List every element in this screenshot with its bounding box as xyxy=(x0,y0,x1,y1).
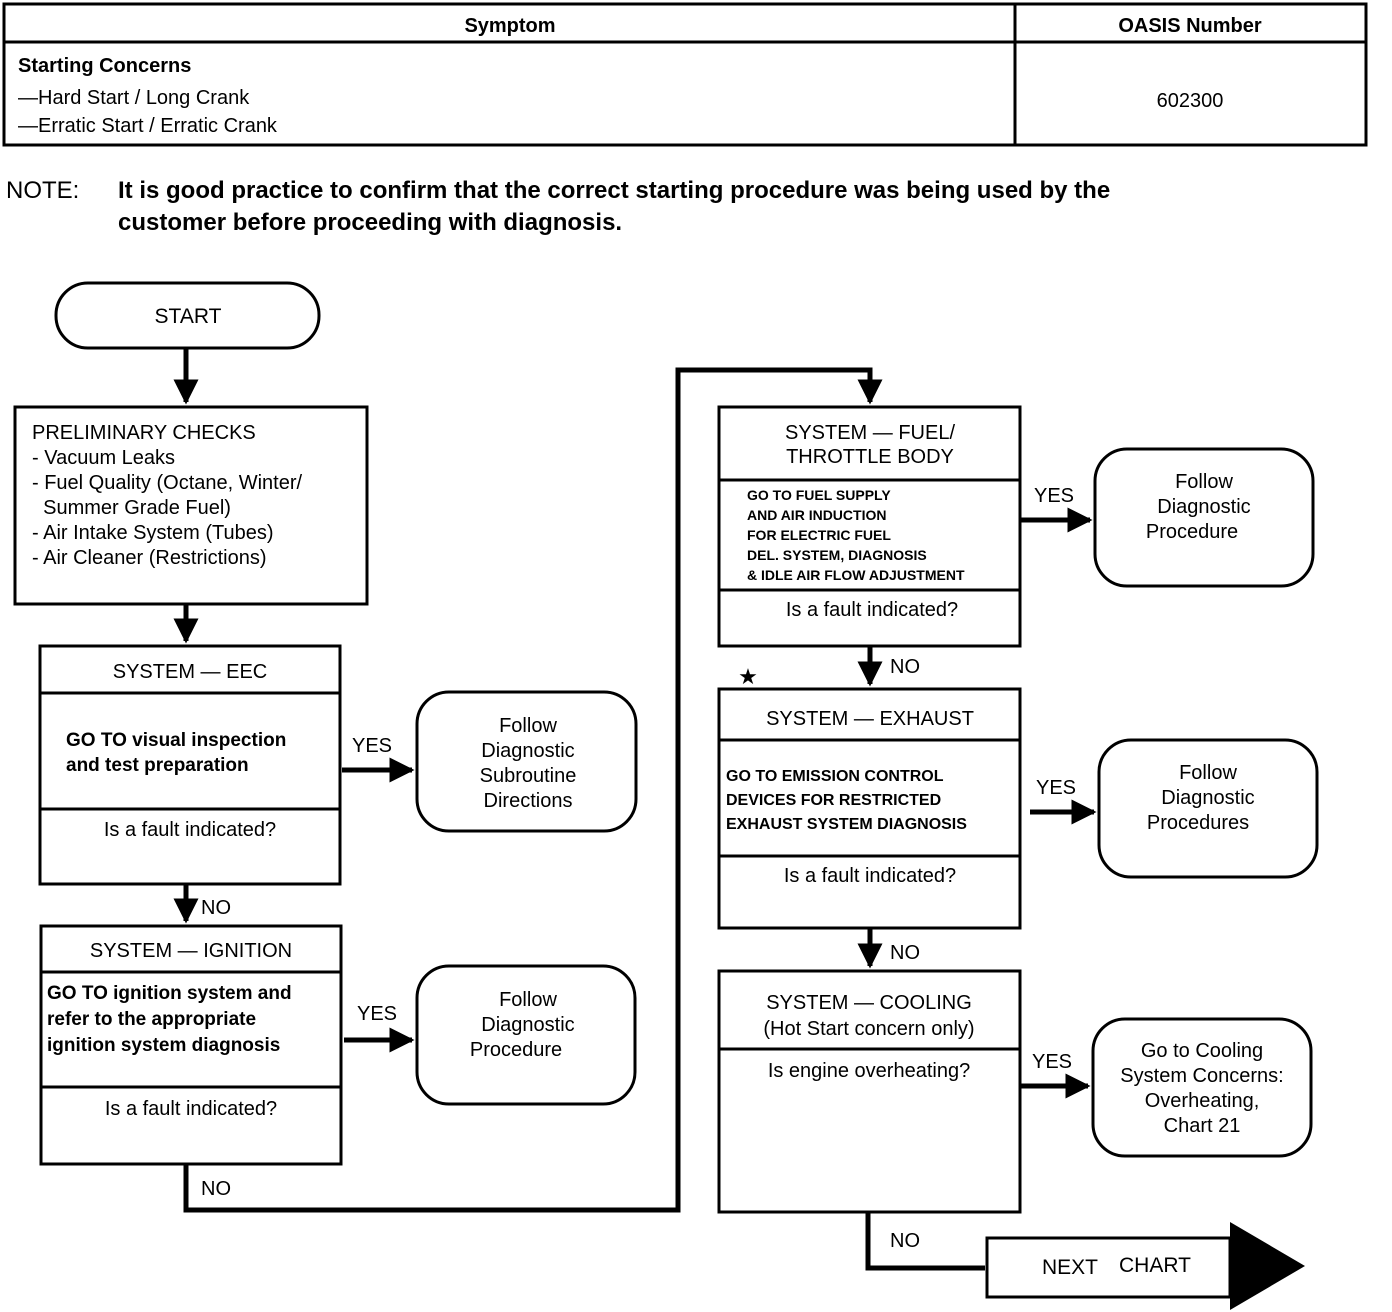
oasis-number: 602300 xyxy=(1157,90,1224,112)
note-text: It is good practice to confirm that the … xyxy=(118,177,1110,204)
fuel-yes-result: Follow Diagnostic Procedure xyxy=(1093,447,1315,588)
header-symptom: Symptom xyxy=(464,15,555,37)
cooling-result-line: Chart 21 xyxy=(1164,1115,1241,1137)
next-chart-label: NEXT xyxy=(1042,1256,1098,1279)
no-label: NO xyxy=(890,942,920,964)
cooling-result-line: Go to Cooling xyxy=(1141,1040,1263,1062)
preliminary-item: Summer Grade Fuel) xyxy=(32,497,231,519)
exhaust-result-line: Diagnostic xyxy=(1161,787,1254,809)
eec-result-line: Directions xyxy=(484,790,573,812)
cooling-title: SYSTEM — COOLING xyxy=(766,992,972,1014)
fuel-title: THROTTLE BODY xyxy=(786,446,954,468)
eec-question: Is a fault indicated? xyxy=(104,819,276,841)
preliminary-checks-box: PRELIMINARY CHECKS - Vacuum Leaks - Fuel… xyxy=(13,405,369,606)
eec-result-line: Diagnostic xyxy=(481,740,574,762)
cooling-title: (Hot Start concern only) xyxy=(763,1018,974,1040)
symptom-title: Starting Concerns xyxy=(18,55,191,77)
cooling-box: SYSTEM — COOLING (Hot Start concern only… xyxy=(717,969,1022,1214)
ignition-yes-result: Follow Diagnostic Procedure xyxy=(415,964,637,1106)
eec-yes-result: Follow Diagnostic Subroutine Directions xyxy=(415,690,638,833)
yes-label: YES xyxy=(1034,485,1074,507)
exhaust-title: SYSTEM — EXHAUST xyxy=(766,708,974,730)
eec-result-line: Follow xyxy=(499,715,557,737)
ignition-title: SYSTEM — IGNITION xyxy=(90,940,292,962)
cooling-result-line: System Concerns: xyxy=(1120,1065,1283,1087)
eec-result-line: Subroutine xyxy=(480,765,577,787)
eec-body: GO TO visual inspection xyxy=(66,730,286,751)
fuel-question: Is a fault indicated? xyxy=(786,599,958,621)
ignition-result-line: Follow xyxy=(499,989,557,1011)
fuel-throttle-box: SYSTEM — FUEL/ THROTTLE BODY GO TO FUEL … xyxy=(717,405,1022,648)
no-label: NO xyxy=(201,897,231,919)
arrow-ignition-to-fuel xyxy=(183,367,883,1213)
ignition-box: SYSTEM — IGNITION GO TO ignition system … xyxy=(39,924,343,1166)
cooling-result-line: Overheating, xyxy=(1145,1090,1260,1112)
no-label: NO xyxy=(890,656,920,678)
start-label: START xyxy=(155,305,222,328)
fuel-body: FOR ELECTRIC FUEL xyxy=(747,527,891,543)
eec-body: and test preparation xyxy=(66,755,249,776)
ignition-body: GO TO ignition system and xyxy=(47,983,292,1004)
symptom-line: —Erratic Start / Erratic Crank xyxy=(18,115,278,137)
connectors xyxy=(173,348,1097,1271)
ignition-body: ignition system diagnosis xyxy=(47,1035,280,1056)
note-label: NOTE: xyxy=(6,177,79,204)
yes-label: YES xyxy=(1036,777,1076,799)
fuel-result-line: Follow xyxy=(1175,471,1233,493)
star-marker: ★ xyxy=(738,664,758,689)
header-oasis-number: OASIS Number xyxy=(1118,15,1262,37)
exhaust-result-line: Follow xyxy=(1179,762,1237,784)
eec-title: SYSTEM — EEC xyxy=(113,661,267,683)
ignition-result-line: Procedure xyxy=(470,1039,562,1061)
note: NOTE: It is good practice to confirm tha… xyxy=(6,177,1110,236)
ignition-result-line: Diagnostic xyxy=(481,1014,574,1036)
arrow-cooling-to-next-chart xyxy=(865,1212,985,1271)
fuel-body: GO TO FUEL SUPPLY xyxy=(747,487,891,503)
eec-box: SYSTEM — EEC GO TO visual inspection and… xyxy=(38,644,342,886)
fuel-result-line: Procedure xyxy=(1146,521,1238,543)
symptom-line: —Hard Start / Long Crank xyxy=(18,87,250,109)
preliminary-title: PRELIMINARY CHECKS xyxy=(32,422,256,444)
next-chart-label: CHART xyxy=(1119,1254,1191,1277)
yes-label: YES xyxy=(352,735,392,757)
symptom-table: Symptom OASIS Number Starting Concerns —… xyxy=(2,2,1368,147)
preliminary-item: - Vacuum Leaks xyxy=(32,447,175,469)
exhaust-body: GO TO EMISSION CONTROL xyxy=(726,768,944,785)
cooling-yes-result: Go to Cooling System Concerns: Overheati… xyxy=(1091,1017,1313,1158)
exhaust-yes-result: Follow Diagnostic Procedures xyxy=(1097,738,1319,879)
fuel-title: SYSTEM — FUEL/ xyxy=(785,422,955,444)
no-label: NO xyxy=(201,1178,231,1200)
start-terminal: START xyxy=(54,281,321,350)
preliminary-item: - Fuel Quality (Octane, Winter/ xyxy=(32,472,303,494)
fuel-result-line: Diagnostic xyxy=(1157,496,1250,518)
fuel-body: DEL. SYSTEM, DIAGNOSIS xyxy=(747,547,927,563)
exhaust-question: Is a fault indicated? xyxy=(784,865,956,887)
cooling-question: Is engine overheating? xyxy=(768,1060,970,1082)
no-label: NO xyxy=(890,1230,920,1252)
yes-label: YES xyxy=(1032,1051,1072,1073)
exhaust-body: EXHAUST SYSTEM DIAGNOSIS xyxy=(726,816,967,833)
fuel-body: & IDLE AIR FLOW ADJUSTMENT xyxy=(747,567,965,583)
ignition-question: Is a fault indicated? xyxy=(105,1098,277,1120)
branch-labels: YES YES YES YES YES NO NO NO NO NO xyxy=(201,485,1076,1252)
exhaust-result-line: Procedures xyxy=(1147,812,1249,834)
exhaust-box: SYSTEM — EXHAUST GO TO EMISSION CONTROL … xyxy=(717,687,1022,930)
preliminary-item: - Air Intake System (Tubes) xyxy=(32,522,274,544)
exhaust-body: DEVICES FOR RESTRICTED xyxy=(726,792,941,809)
fuel-body: AND AIR INDUCTION xyxy=(747,507,886,523)
note-text: customer before proceeding with diagnosi… xyxy=(118,209,622,236)
next-chart-arrow: NEXT CHART xyxy=(985,1222,1305,1310)
preliminary-item: - Air Cleaner (Restrictions) xyxy=(32,547,267,569)
ignition-body: refer to the appropriate xyxy=(47,1009,256,1030)
yes-label: YES xyxy=(357,1003,397,1025)
